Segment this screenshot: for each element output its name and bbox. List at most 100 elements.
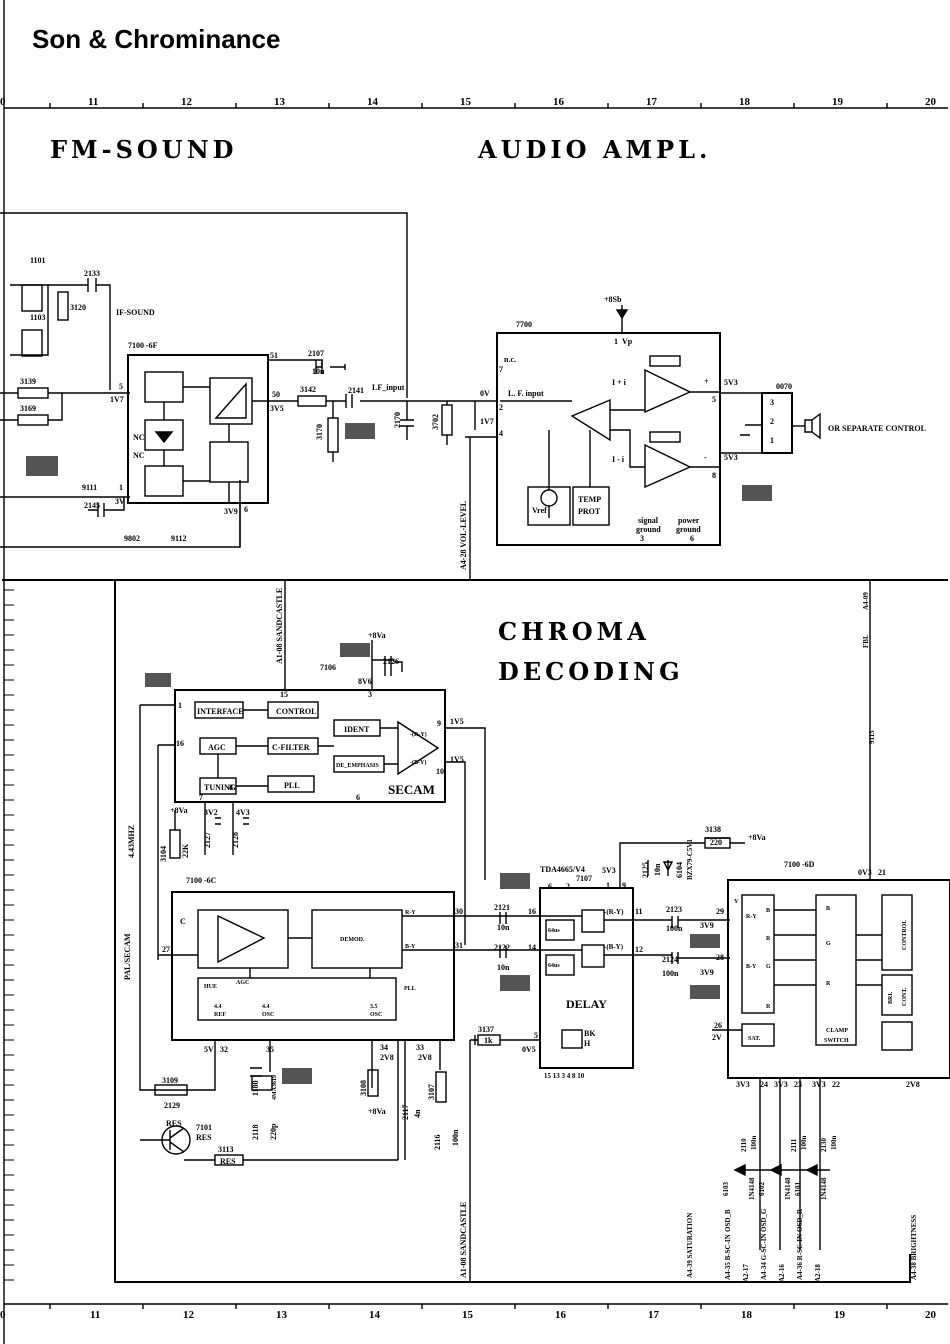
label-7106: 7106 <box>320 663 336 672</box>
sat-block <box>741 1023 775 1047</box>
label-pin1-delay: 1 <box>606 881 610 890</box>
resistor-3107 <box>435 1071 447 1103</box>
label-by-rgb: B-Y <box>746 964 757 970</box>
label-3v9: 3V9 <box>224 507 238 516</box>
label-pin1: 1 <box>178 701 182 710</box>
label-7100-6c: 7100 -6C <box>186 876 217 885</box>
label-pin35: 35 <box>266 1045 274 1054</box>
label-1180-freq: 4MA3619 <box>272 1075 278 1100</box>
bottom-ticks <box>49 1304 888 1309</box>
label-pin31: 31 <box>455 941 463 950</box>
ruler-label: 13 <box>276 1309 288 1321</box>
label-3v3b: 3V3 <box>774 1080 788 1089</box>
label-r2: R <box>766 1004 771 1010</box>
ruler-label: 14 <box>369 1309 381 1321</box>
marker-6 <box>500 873 530 889</box>
label-6104: 6104 <box>675 862 684 878</box>
page-title: Son & Chrominance <box>32 24 281 54</box>
label-3108: 3108 <box>359 1080 368 1096</box>
fm-top-wire <box>0 212 408 398</box>
label-3107: 3107 <box>427 1084 436 1100</box>
label-separate-control: OR SEPARATE CONTROL <box>828 424 926 433</box>
label-power-ground-2: ground <box>676 525 701 534</box>
label-g-sc-in: A4-34 G-SC-IN <box>760 1234 768 1280</box>
label-6102: 6102 <box>758 1182 766 1197</box>
cap-2141 <box>345 394 353 408</box>
label-2145: 2145 <box>84 501 100 510</box>
ic-internal-wires <box>163 386 268 503</box>
amp-plus-triangle <box>644 368 692 414</box>
label-2130-value: 100n <box>830 1136 838 1151</box>
ruler-label: 11 <box>90 1309 100 1321</box>
label-ipi: I + i <box>612 378 627 387</box>
label-plus: + <box>704 377 709 386</box>
cap-2133 <box>87 278 97 292</box>
label-3-5: 3.5 <box>370 1004 378 1010</box>
label-pin1: 1 <box>614 337 618 346</box>
ruler-label: 17 <box>646 96 658 108</box>
label-temp: TEMP <box>578 495 601 504</box>
marker-3 <box>742 485 772 501</box>
secam-internal-wires <box>217 709 398 787</box>
wire-3169 <box>0 393 63 421</box>
label-osd-r: OSD_R <box>796 1208 804 1232</box>
resistor-3109 <box>154 1084 188 1096</box>
top-ticks <box>49 103 888 108</box>
crystal-1180 <box>251 1075 273 1091</box>
label-8va-delay: +8Va <box>748 833 766 842</box>
label-pin7: 7 <box>199 793 203 802</box>
marker-1 <box>26 456 58 476</box>
label-pin5: 5 <box>712 395 716 404</box>
control-output-block <box>881 1021 913 1051</box>
label-bri: BRI. <box>888 991 894 1004</box>
label-cp3: 3 <box>770 398 774 407</box>
wire-2145 <box>88 497 125 511</box>
label-cp1: 1 <box>770 436 774 445</box>
label-minus: - <box>704 453 707 462</box>
label-9802: 9802 <box>124 534 140 543</box>
label-nc: n.c. <box>504 355 516 364</box>
label-5v: 5V <box>204 1045 214 1054</box>
supply-7106-wires <box>371 640 403 690</box>
amp-wires <box>500 391 720 468</box>
adder-by <box>581 944 605 968</box>
rgb-coupling-caps <box>671 916 730 964</box>
resistor-3138 <box>704 837 731 849</box>
label-0v3: 0V3 <box>858 868 872 877</box>
section-title-audio-ampl: AUDIO AMPL. <box>477 135 711 164</box>
connector-wires <box>720 392 763 454</box>
label-by-delay: -(B-Y) <box>604 943 624 951</box>
label-pin3: 3 <box>368 690 372 699</box>
ruler-label: 13 <box>274 96 286 108</box>
vref-source <box>540 489 558 507</box>
delay-64us-a <box>545 919 575 941</box>
label-pin9-delay: 9 <box>622 881 626 890</box>
ruler-label: 19 <box>834 1309 846 1321</box>
label-9112: 9112 <box>171 534 187 543</box>
label-pin29: 29 <box>716 907 724 916</box>
marker-5 <box>145 673 171 687</box>
label-a4-09: A4-09 <box>862 592 870 610</box>
label-2111: 2111 <box>790 1138 798 1152</box>
label-demod: DEMOD. <box>340 937 365 943</box>
label-2121: 2121 <box>494 903 510 912</box>
label-2122-value: 10n <box>497 963 510 972</box>
label-r1: R <box>766 936 771 942</box>
label-pin9: 9 <box>437 719 441 728</box>
diodes-610x <box>733 1163 818 1177</box>
label-1v5b: 1V5 <box>450 755 464 764</box>
label-delay: DELAY <box>566 997 607 1011</box>
label-2130: 2130 <box>820 1138 828 1153</box>
label-6103: 6103 <box>722 1182 730 1197</box>
label-ry-dec: R-Y <box>405 910 416 916</box>
label-3v9a: 3V9 <box>700 921 714 930</box>
label-3120: 3120 <box>70 303 86 312</box>
label-4-4b: 4.4 <box>262 1004 270 1010</box>
vref-wires <box>548 430 591 518</box>
label-3169: 3169 <box>20 404 36 413</box>
label-pin6: 6 <box>690 534 694 543</box>
label-deemphasis: DE_EMPHASIS <box>336 763 379 769</box>
label-pin6: 6 <box>356 793 360 802</box>
label-2128: 2128 <box>231 832 240 848</box>
